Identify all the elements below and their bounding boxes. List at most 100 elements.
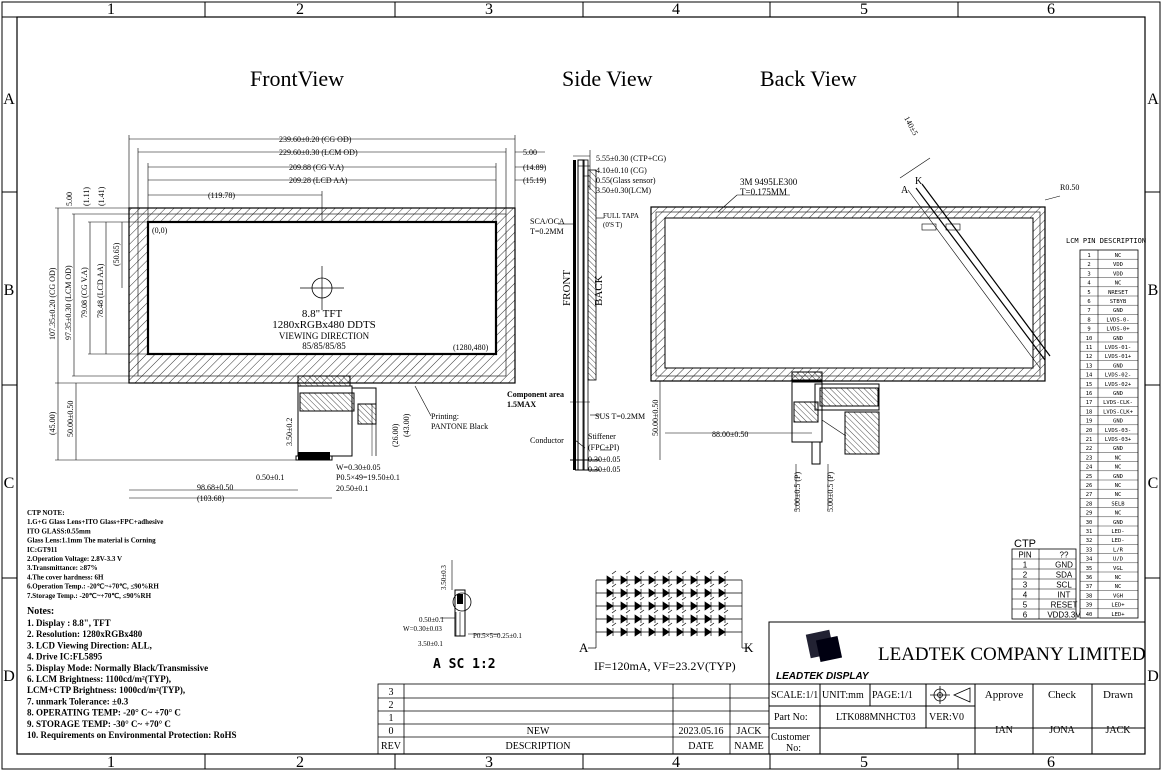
lcm-pin-number: 5	[1087, 290, 1090, 296]
lcm-pin-number: 23	[1086, 455, 1093, 461]
dim-cg-od-height: 107.35±0.20 (CG OD)	[48, 267, 57, 340]
lcm-pin-number: 12	[1086, 354, 1093, 360]
rev-new-desc: NEW	[527, 726, 550, 737]
logo-text: LEADTEK DISPLAY	[776, 671, 870, 682]
ctp-pin-signal: SCL	[1056, 581, 1072, 590]
lcm-pin-number: 3	[1087, 271, 1090, 277]
col-label-6: 6	[1047, 1, 1055, 18]
rev-header-date: DATE	[688, 741, 714, 752]
col-label-2: 2	[296, 1, 304, 18]
row-label-d: D	[3, 668, 15, 685]
dim-fpc-05: 0.50±0.1	[256, 473, 284, 482]
full-tapa-label: FULL TAPA	[603, 212, 639, 220]
lcm-pin-number: 36	[1086, 575, 1093, 581]
center-label-viewing: VIEWING DIRECTION	[279, 331, 370, 341]
lcm-pin-number: 18	[1086, 409, 1093, 415]
customer-label-2: No:	[786, 743, 801, 754]
front-view: 239.60±0.20 (CG OD) 229.60±0.30 (LCM OD)…	[48, 135, 547, 503]
lcm-pin-number: 35	[1086, 566, 1093, 572]
dim-fpc-w: W=0.30±0.05	[336, 463, 380, 472]
lcm-pin-signal: NC	[1115, 575, 1122, 581]
sca-oca-label: SCA/OCA	[530, 217, 565, 226]
col-label-3: 3	[485, 1, 493, 18]
note-item: 2. Resolution: 1280xRGBx480	[27, 629, 143, 639]
part-no-label: Part No:	[774, 712, 808, 723]
dim-fpc-43: (43.00)	[402, 413, 411, 437]
lcm-pin-signal: L/R	[1113, 547, 1124, 553]
dim-side-030-a: 0.30±0.05	[588, 455, 620, 464]
ctp-pin-signal: GND	[1055, 561, 1073, 570]
ctp-pin-signal: SDA	[1056, 571, 1073, 580]
ctp-note-line: 2.Operation Voltage: 2.8V-3.3 V	[27, 555, 122, 563]
lcm-pin-signal: LVDS-CLK-	[1103, 400, 1133, 406]
row-label-d-right: D	[1147, 668, 1159, 685]
rev-new-name: JACK	[736, 726, 762, 737]
rev-num-1: 1	[389, 713, 394, 724]
dim-glass-sensor: 0.55(Glass sensor)	[596, 176, 656, 185]
dim-lcm-thickness: 3.50±0.30(LCM)	[596, 186, 651, 195]
lcm-pin-signal: LED-	[1111, 529, 1124, 535]
lcm-pin-signal: LVDS-03-	[1105, 428, 1132, 434]
back-label-k: K	[915, 176, 923, 187]
lcm-pin-number: 10	[1086, 336, 1093, 342]
detail-dim-35: 3.50±0.3	[440, 565, 448, 590]
lcm-pin-number: 6	[1087, 299, 1090, 305]
lcm-pin-number: 21	[1086, 437, 1093, 443]
lcm-pin-signal: GND	[1113, 446, 1123, 452]
lcm-pin-signal: VGH	[1113, 593, 1123, 599]
lcm-pin-signal: VDD	[1113, 262, 1123, 268]
lcm-pin-signal: GND	[1113, 474, 1123, 480]
lcm-pin-signal: LVDS-01+	[1105, 354, 1132, 360]
back-view: 3M 9495LE300 T=0.175MM 140±5 R0.50 A K 5…	[650, 115, 1079, 512]
component-area-max: 1.5MAX	[507, 400, 536, 409]
lcm-pin-signal: NC	[1115, 455, 1122, 461]
row-label-a: A	[3, 91, 15, 108]
ctp-note-line: IC:GT911	[27, 546, 58, 554]
ctp-header-pin: PIN	[1018, 551, 1032, 560]
ctp-pin-number: 3	[1023, 581, 1028, 590]
dim-lcd-aa-height: 78.48 (LCD AA)	[96, 263, 105, 318]
full-tapa-sub: (0'S T)	[603, 221, 623, 229]
dim-right-15: (15.19)	[523, 176, 547, 185]
company-logo: LEADTEK DISPLAY	[776, 629, 870, 682]
led-label-k: K	[744, 640, 754, 655]
lcm-pin-signal: U/D	[1113, 557, 1123, 563]
col-label-6-bottom: 6	[1047, 754, 1055, 771]
notes-title: Notes:	[27, 606, 54, 617]
tape-model: 3M 9495LE300	[740, 177, 798, 187]
lcm-pin-number: 40	[1086, 612, 1093, 618]
lcm-pin-number: 38	[1086, 593, 1093, 599]
ctp-note-line: Glass Lens:1.1mm The material is Corning	[27, 537, 156, 545]
lcm-pin-number: 7	[1087, 308, 1090, 314]
part-no-value: LTK088MNHCT03	[836, 712, 916, 723]
lcm-pin-number: 20	[1086, 428, 1093, 434]
detail-dim-pitch: P0.5×5=0.25±0.1	[473, 632, 522, 640]
lcm-pin-title: LCM PIN DESCRIPTION	[1066, 237, 1146, 245]
dim-cg: 4.10±0.10 (CG)	[596, 166, 647, 175]
center-label-resolution: 1280xRGBx480 DDTS	[272, 319, 376, 331]
dim-center-y: (50.65)	[112, 242, 121, 266]
ctp-pin-number: 5	[1023, 601, 1028, 610]
note-item: 6. LCM Brightness: 1100cd/m²(TYP),	[27, 674, 171, 684]
lcm-pin-signal: GND	[1113, 336, 1123, 342]
ctp-pin-number: 4	[1023, 591, 1028, 600]
end-coord-label: (1280,480)	[453, 343, 489, 352]
lcm-pin-number: 31	[1086, 529, 1093, 535]
row-label-a-right: A	[1147, 91, 1159, 108]
lcm-pin-signal: NC	[1115, 584, 1122, 590]
projection-symbol	[930, 686, 971, 704]
dim-fpc-9868: 98.68±0.50	[197, 483, 233, 492]
col-label-5: 5	[860, 1, 868, 18]
check-name: JONA	[1049, 725, 1075, 736]
lcm-pin-number: 26	[1086, 483, 1093, 489]
side-view: 5.55±0.30 (CTP+CG) 4.10±0.10 (CG) 0.55(G…	[507, 150, 666, 474]
col-label-1: 1	[107, 1, 115, 18]
ctp-note-line: 7.Storage Temp.: -20℃~+70℃, ≤90%RH	[27, 592, 152, 600]
dim-left-111: (1.11)	[82, 187, 91, 206]
origin-label: (0,0)	[152, 226, 168, 235]
row-label-c-right: C	[1148, 475, 1159, 492]
lcm-pin-number: 24	[1086, 465, 1093, 471]
lcm-pin-number: 16	[1086, 391, 1093, 397]
front-view-title: FrontView	[250, 66, 344, 91]
